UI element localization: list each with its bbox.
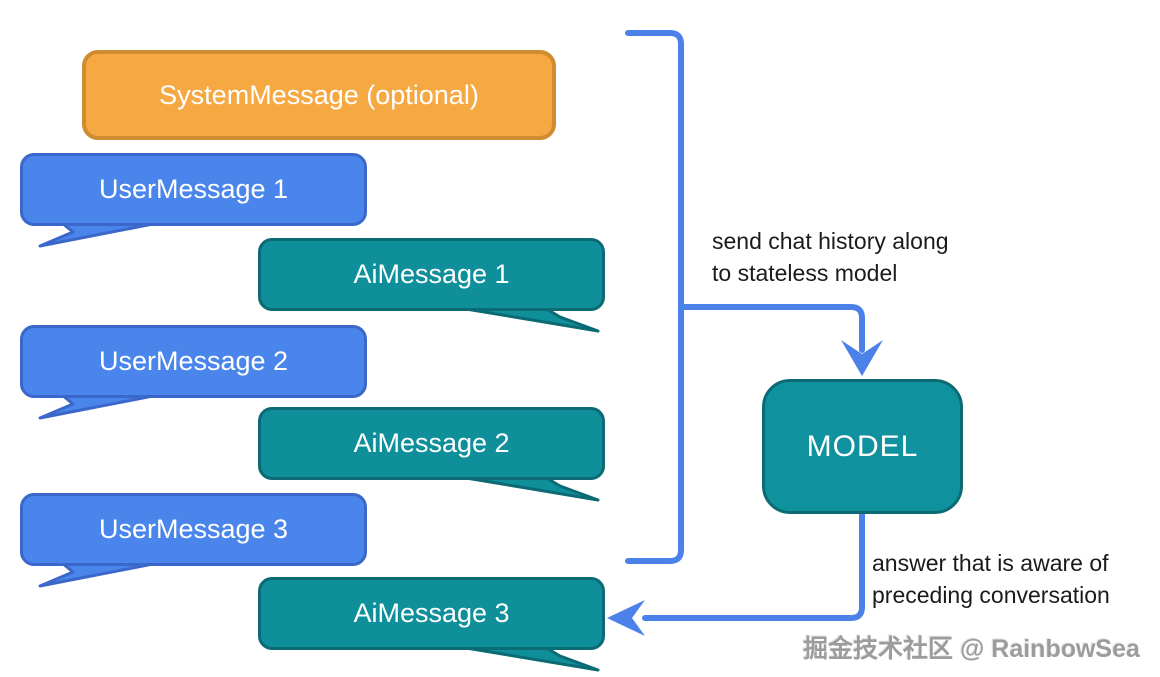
user-message-1-label: UserMessage 1	[98, 174, 289, 204]
model-label: MODEL	[806, 429, 919, 463]
model-answer-line	[642, 511, 865, 621]
ai-message-1-bubble: AiMessage 1	[258, 238, 605, 311]
send-to-model-line	[678, 304, 865, 353]
ai-message-2-tail	[458, 475, 600, 502]
user-message-2-label: UserMessage 2	[98, 346, 289, 376]
ai-message-3-bubble: AiMessage 3	[258, 577, 605, 650]
ai-message-2-bubble: AiMessage 2	[258, 407, 605, 480]
watermark: 掘金技术社区 @ RainbowSea	[803, 635, 1140, 663]
user-message-3-label: UserMessage 3	[98, 514, 289, 544]
answer-annotation: answer that is aware of preceding conver…	[872, 547, 1110, 611]
ai-message-2-label: AiMessage 2	[353, 428, 510, 458]
system-message-box: SystemMessage (optional)	[82, 50, 556, 140]
user-message-1-bubble: UserMessage 1	[20, 153, 367, 226]
user-message-3-bubble: UserMessage 3	[20, 493, 367, 566]
send-history-annotation-line2: to stateless model	[712, 260, 898, 286]
send-to-model-arrowhead-icon	[841, 340, 883, 376]
ai-message-3-tail	[458, 645, 600, 672]
history-bracket	[625, 30, 684, 564]
ai-message-1-tail	[458, 306, 600, 333]
model-answer-arrowhead-icon	[607, 600, 645, 636]
user-message-2-tail	[38, 393, 160, 420]
answer-annotation-line1: answer that is aware of	[872, 550, 1109, 576]
ai-message-1-label: AiMessage 1	[353, 259, 510, 289]
answer-annotation-line2: preceding conversation	[872, 582, 1110, 608]
user-message-3-tail	[38, 561, 160, 588]
user-message-2-bubble: UserMessage 2	[20, 325, 367, 398]
user-message-1-tail	[38, 221, 160, 248]
system-message-label: SystemMessage (optional)	[159, 79, 479, 110]
send-history-annotation-line1: send chat history along	[712, 228, 949, 254]
model-box: MODEL	[762, 379, 963, 514]
ai-message-3-label: AiMessage 3	[353, 598, 510, 628]
send-history-annotation: send chat history along to stateless mod…	[712, 225, 949, 289]
